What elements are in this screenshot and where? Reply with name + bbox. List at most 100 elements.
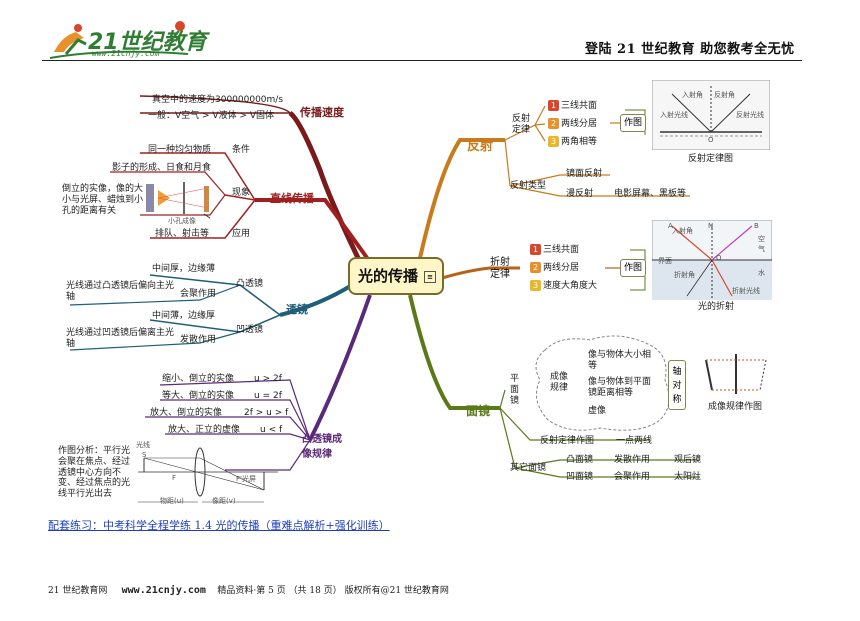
phenomenon-pinhole: 倒立的实像，像的大小与光屏、蜡烛到小孔的距离有关 — [62, 184, 144, 216]
convex-lens-diagram — [138, 447, 278, 503]
condition-label: 条件 — [232, 145, 251, 155]
diffuse-reflection: 漫反射 — [566, 189, 594, 199]
application-text: 排队、射击等 — [155, 229, 210, 239]
other-mirrors-label: 其它面镜 — [510, 463, 547, 473]
convex-shape: 中间厚，边缘薄 — [152, 264, 216, 274]
branch-mirror[interactable]: 面镜 — [466, 404, 491, 418]
imaging-cond-2: u = 2f — [254, 391, 282, 401]
condition-text: 同一种均匀物质 — [148, 145, 212, 155]
convex-mirror-effect: 发散作用 — [614, 455, 651, 465]
branch-refraction[interactable]: 折射定律 — [490, 257, 510, 280]
central-topic[interactable]: 光的传播 ≡ — [348, 257, 444, 295]
pinhole-caption: 小孔成像 — [168, 217, 196, 225]
footer-info: 精品资料·第 5 页 （共 18 页） 版权所有@21 世纪教育网 — [217, 586, 449, 596]
phenomenon-label: 现象 — [232, 188, 251, 198]
reflection-diagram-button[interactable]: 作图 — [620, 114, 646, 132]
convex-mirror-use: 观后镜 — [674, 455, 702, 465]
diagram-light: 光线 — [136, 441, 150, 449]
convex-effect: 光线通过凸透镜后偏向主光轴 — [66, 281, 175, 302]
mirror-rule-2: 像与物体到平面镜距离相等 — [588, 377, 652, 398]
diagram-f: F — [172, 474, 177, 482]
reflect-angle-label: 反射角 — [714, 91, 735, 99]
page-footer: 21 世纪教育网 www.21cnjy.com 精品资料·第 5 页 （共 18… — [48, 583, 449, 596]
concave-mirror-use: 太阳灶 — [674, 472, 702, 482]
concave-effect: 光线通过凹透镜后偏离主光轴 — [66, 328, 175, 349]
diagram-image: F'光屏 — [236, 475, 256, 483]
reflection-diagram — [652, 80, 770, 150]
imaging-cond-4: u < f — [260, 425, 283, 435]
incident-ray-label: 入射光线 — [660, 111, 688, 119]
reflection-law-label: 反射定律 — [512, 114, 531, 135]
speed-media: 一般：V空气 > V液体 > V固体 — [148, 111, 274, 121]
logo-url: www.21cnjy.com — [92, 49, 160, 58]
diffuse-examples: 电影屏幕、黑板等 — [614, 189, 687, 199]
reflection-types-label: 反射类型 — [510, 181, 547, 191]
refraction-angle: 折射角 — [674, 271, 695, 279]
mirror-law-result: 一点两线 — [616, 436, 653, 446]
imaging-row-1: 缩小、倒立的实像 — [162, 374, 235, 384]
diagram-s: S — [142, 451, 147, 459]
header-divider — [42, 60, 802, 61]
refraction-diagram — [652, 220, 772, 300]
incident-angle-label: 入射角 — [682, 91, 703, 99]
mirror-imaging-caption: 成像规律作图 — [708, 402, 763, 412]
logo-icon — [49, 21, 189, 59]
reflect-ray-label: 反射光线 — [736, 111, 764, 119]
central-topic-title: 光的传播 — [358, 267, 419, 285]
convex-lens: 凸透镜 — [236, 279, 264, 289]
plane-mirror: 平面镜 — [510, 374, 520, 406]
concave-lens: 凹透镜 — [236, 325, 264, 335]
note-icon[interactable]: ≡ — [424, 271, 436, 283]
refraction-interface: 界面 — [658, 257, 672, 265]
point-o-label: O — [708, 136, 714, 144]
speed-vacuum: 真空中的速度为300000000m/s — [152, 95, 284, 105]
phenomenon-shadow: 影子的形成、日食和月食 — [112, 163, 212, 173]
branch-imaging[interactable]: 凸透镜成像规律 — [302, 434, 342, 460]
specular-reflection: 镜面反射 — [566, 169, 603, 179]
branch-reflection[interactable]: 反射 — [467, 139, 494, 154]
application-label: 应用 — [232, 229, 251, 239]
practice-link[interactable]: 配套练习：中考科学全程学练 1.4 光的传播（重难点解析+强化训练） — [48, 519, 390, 532]
concave-mirror: 凹面镜 — [566, 472, 594, 482]
refraction-incident: 入射角 — [672, 227, 693, 235]
convex-effect-label: 会聚作用 — [180, 289, 217, 299]
refraction-a: A — [668, 222, 673, 230]
footer-url[interactable]: www.21cnjy.com — [121, 585, 206, 596]
refraction-ray: 折射光线 — [732, 287, 760, 295]
mirror-rule-3: 虚像 — [588, 406, 607, 416]
refraction-air: 空气 — [758, 235, 765, 253]
reflection-diagram-caption: 反射定律图 — [688, 154, 734, 164]
imaging-analysis: 作图分析：平行光会聚在焦点、经过透镜中心方向不变、经过焦点的光线平行光出去 — [58, 446, 131, 500]
imaging-row-2: 等大、倒立的实像 — [162, 391, 235, 401]
refraction-water: 水 — [758, 269, 765, 277]
diagram-image-dist: 像距(v) — [212, 497, 236, 505]
pinhole-diagram — [146, 182, 211, 219]
branch-straight-line[interactable]: 直线传播 — [270, 192, 314, 205]
refraction-diagram-caption: 光的折射 — [698, 302, 735, 312]
mirror-rule-1: 像与物体大小相等 — [588, 350, 652, 371]
refraction-normal: N — [708, 222, 714, 230]
logo-text: 21世纪教育 — [88, 30, 207, 55]
footer-site-name: 21 世纪教育网 — [48, 586, 108, 596]
imaging-row-4: 放大、正立的虚像 — [168, 425, 241, 435]
header-slogan: 登陆 21 世纪教育 助您教考全无忧 — [585, 42, 795, 57]
diagram-object-dist: 物距(u) — [160, 497, 184, 505]
mirror-imaging-label: 成像规律 — [550, 372, 569, 393]
mirror-imaging-diagram — [705, 354, 767, 394]
imaging-cond-1: u > 2f — [254, 374, 282, 384]
imaging-row-3: 放大、倒立的实像 — [150, 408, 223, 418]
branch-propagation-speed[interactable]: 传播速度 — [300, 106, 344, 119]
refraction-b: B — [754, 222, 759, 230]
refraction-o: O — [716, 254, 722, 262]
concave-effect-label: 发散作用 — [180, 335, 217, 345]
branch-lens[interactable]: 透镜 — [286, 303, 308, 316]
refraction-diagram-button[interactable]: 作图 — [620, 259, 646, 277]
imaging-cond-3: 2f > u > f — [244, 408, 289, 418]
axial-symmetry[interactable]: 轴对称 — [668, 360, 686, 410]
